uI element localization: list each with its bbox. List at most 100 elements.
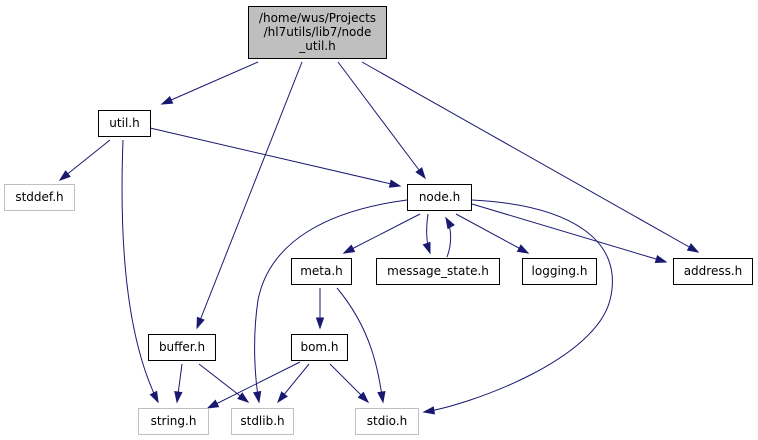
edge-line <box>337 61 426 179</box>
node-box <box>291 258 352 285</box>
node-meta[interactable]: meta.h <box>291 258 352 285</box>
node-box <box>148 334 216 361</box>
edge-line <box>59 139 111 181</box>
edge-line <box>455 213 529 254</box>
arrowhead-icon <box>422 241 431 255</box>
edge-util-to-stddef <box>58 139 111 181</box>
arrowhead-icon <box>516 244 530 254</box>
edge-root-to-buffer <box>196 61 303 330</box>
node-box <box>355 408 419 435</box>
edge-buffer-to-string <box>174 363 183 404</box>
node-box <box>4 184 75 211</box>
edge-line <box>361 61 699 253</box>
edge-line <box>149 127 401 187</box>
edge-line <box>196 61 303 329</box>
node-bom[interactable]: bom.h <box>291 334 348 361</box>
arrowhead-icon <box>149 390 159 404</box>
edge-util-to-node <box>149 127 402 188</box>
arrowhead-icon <box>654 254 668 264</box>
arrowhead-icon <box>206 399 220 409</box>
node-util[interactable]: util.h <box>98 110 151 137</box>
edge-bom-to-stdlib <box>277 363 310 404</box>
node-label: node.h <box>419 190 460 204</box>
edge-meta-to-bom <box>315 288 325 330</box>
arrowhead-icon <box>315 317 325 330</box>
arrowhead-icon <box>196 316 205 330</box>
node-label: address.h <box>684 264 743 278</box>
edge-root-to-util <box>160 61 259 105</box>
edge-root-to-node <box>337 61 426 180</box>
node-box <box>407 184 472 211</box>
node-address[interactable]: address.h <box>673 258 753 285</box>
node-label: message_state.h <box>387 264 489 278</box>
edge-node-to-logging <box>455 213 530 254</box>
edge-line <box>336 287 384 403</box>
edge-node-to-message_state <box>422 213 431 255</box>
node-label: stdlib.h <box>240 414 284 428</box>
edge-node-to-address <box>471 203 668 264</box>
node-string: string.h <box>138 408 209 435</box>
node-stddef: stddef.h <box>4 184 75 211</box>
edge-buffer-to-stdlib <box>198 363 250 403</box>
arrowhead-icon <box>58 170 71 181</box>
edge-root-to-address <box>361 61 700 253</box>
node-label: /home/wus/Projects <box>259 11 376 25</box>
node-label: bom.h <box>300 340 338 354</box>
arrowhead-icon <box>377 390 386 404</box>
edge-line <box>207 361 301 409</box>
node-box <box>248 6 387 59</box>
arrowhead-icon <box>445 216 455 230</box>
arrowhead-icon <box>160 95 174 105</box>
node-box <box>138 408 209 435</box>
edge-node-to-stdlib <box>253 199 408 404</box>
edge-bom-to-stdio <box>329 363 370 404</box>
node-box <box>231 408 294 435</box>
arrowhead-icon <box>174 391 183 404</box>
node-box <box>673 258 753 285</box>
arrowhead-icon <box>686 243 700 253</box>
edge-line <box>471 203 667 263</box>
arrowhead-icon <box>357 391 370 404</box>
arrowhead-icon <box>388 179 402 188</box>
arrowhead-icon <box>422 406 436 415</box>
node-stdio: stdio.h <box>355 408 419 435</box>
edge-node-to-meta <box>342 213 421 254</box>
arrowhead-icon <box>342 244 356 254</box>
node-buffer[interactable]: buffer.h <box>148 334 216 361</box>
node-label: meta.h <box>300 264 343 278</box>
node-label: stdio.h <box>367 414 407 428</box>
arrowhead-icon <box>277 391 288 404</box>
node-box <box>522 258 597 285</box>
edge-meta-to-stdio <box>336 287 386 404</box>
edge-message_state-to-node <box>445 216 455 258</box>
edge-node-to-stdio <box>422 199 613 415</box>
edge-line <box>161 61 259 105</box>
arrowhead-icon <box>253 390 262 404</box>
arrowhead-icon <box>237 392 250 403</box>
edge-bom-to-string <box>206 361 301 409</box>
edge-line <box>254 199 408 403</box>
node-root[interactable]: /home/wus/Projects/hl7utils/lib7/node_ut… <box>248 6 387 59</box>
node-box <box>376 258 500 285</box>
edge-line <box>423 199 613 413</box>
node-label: string.h <box>151 414 197 428</box>
node-label: /hl7utils/lib7/node <box>264 25 372 39</box>
node-layer: /home/wus/Projects/hl7utils/lib7/node_ut… <box>4 6 753 435</box>
edge-line <box>121 139 159 403</box>
node-message_state[interactable]: message_state.h <box>376 258 500 285</box>
node-label: util.h <box>109 116 139 130</box>
node-label: stddef.h <box>15 190 63 204</box>
node-label: _util.h <box>298 39 335 53</box>
node-box <box>291 334 348 361</box>
arrowhead-icon <box>415 167 426 180</box>
node-label: buffer.h <box>159 340 205 354</box>
edge-layer <box>58 61 700 415</box>
node-box <box>98 110 151 137</box>
edge-util-to-string <box>121 139 159 404</box>
node-label: logging.h <box>532 264 588 278</box>
node-node[interactable]: node.h <box>407 184 472 211</box>
node-stdlib: stdlib.h <box>231 408 294 435</box>
edge-line <box>343 213 421 254</box>
node-logging[interactable]: logging.h <box>522 258 597 285</box>
